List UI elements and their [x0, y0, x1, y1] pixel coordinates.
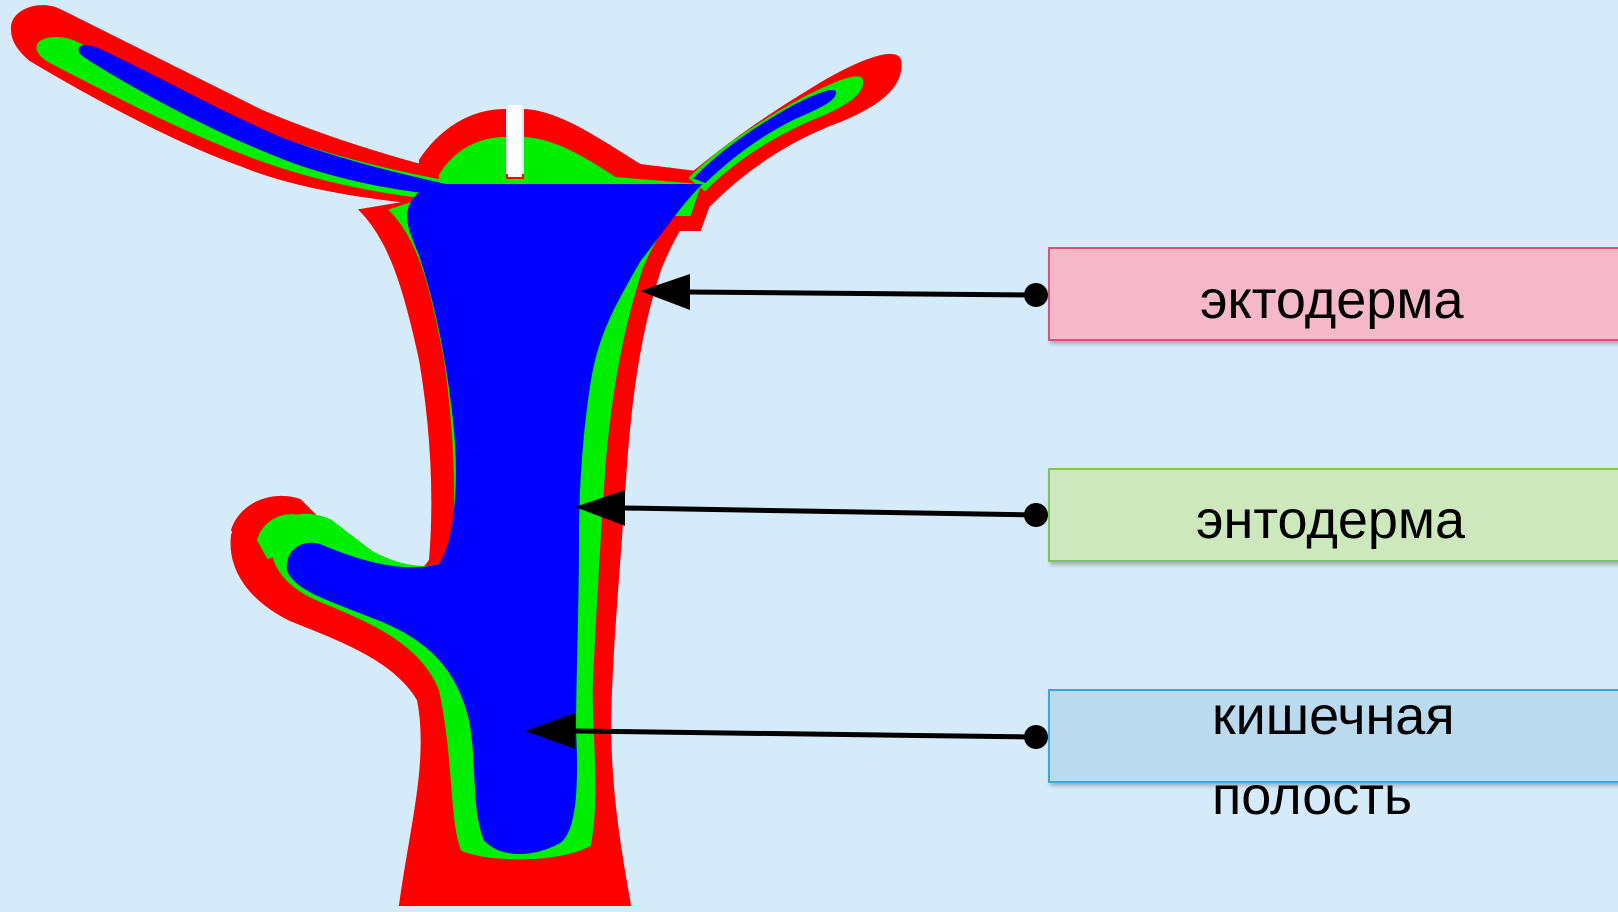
arrow-endoderm [575, 490, 1048, 527]
mouth-opening [508, 105, 522, 177]
endoderm-label: энтодерма [1196, 493, 1465, 547]
cavity-label: кишечная полость [1212, 676, 1455, 836]
right-tentacle-ectoderm [690, 55, 900, 205]
arrow-ectoderm [640, 274, 1048, 310]
ectoderm-label: эктодерма [1200, 273, 1464, 327]
